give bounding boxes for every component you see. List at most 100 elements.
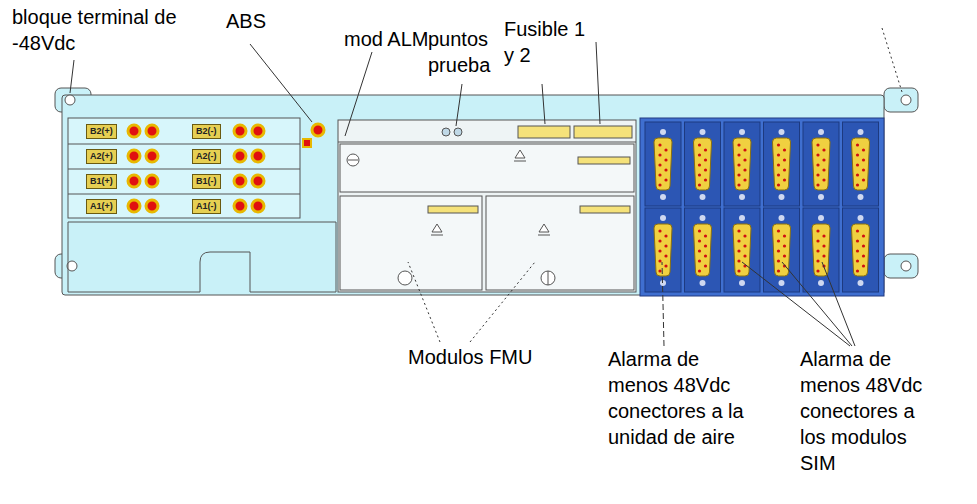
module-bay <box>338 120 636 292</box>
mounting-ear <box>884 254 918 278</box>
terminal-stud <box>234 125 246 137</box>
db9-pin <box>704 234 707 237</box>
db9-shell <box>812 138 830 190</box>
callout-text: Alarma de menos 48Vdc conectores a los m… <box>800 348 922 474</box>
screw <box>541 271 555 285</box>
db9-pin <box>856 249 859 252</box>
row-divider <box>68 169 300 170</box>
screw <box>700 194 706 200</box>
db9-pin <box>816 249 819 252</box>
terminal-stud <box>128 150 140 162</box>
terminal-label: B1(-) <box>192 174 221 189</box>
db9-pin <box>862 178 865 181</box>
screw <box>818 215 824 221</box>
screw <box>858 215 864 221</box>
terminal-name: A2(-) <box>196 151 217 161</box>
callout-text: puntos prueba <box>428 28 490 76</box>
db9-pin <box>743 254 746 257</box>
connector-tile <box>724 208 760 292</box>
panel-body <box>62 95 884 295</box>
callout-label: Alarma de menos 48Vdc conectores a los m… <box>800 346 942 476</box>
leader-line <box>596 42 600 124</box>
leader-line <box>782 262 852 346</box>
terminal-name: B1(-) <box>196 176 217 186</box>
leader-line <box>822 262 855 346</box>
db9-pin <box>822 158 825 161</box>
terminal-stud <box>252 125 264 137</box>
terminal-stud <box>146 150 158 162</box>
screw <box>660 215 666 221</box>
db9-pin <box>822 244 825 247</box>
db9-pin <box>783 168 786 171</box>
db9-pin <box>777 249 780 252</box>
terminal-label: A1(-) <box>192 199 221 214</box>
db9-connector <box>803 208 839 292</box>
db9-pin <box>777 183 780 186</box>
terminal-label: A2(+) <box>86 149 117 164</box>
db9-pin <box>704 254 707 257</box>
callout-text: mod ALM <box>344 28 428 50</box>
db9-pin <box>737 229 740 232</box>
screw <box>548 271 549 285</box>
fuse <box>518 126 570 138</box>
terminal-name: A1(+) <box>90 201 113 211</box>
leader-line <box>662 262 664 346</box>
db9-pin <box>698 269 701 272</box>
screw <box>347 154 359 166</box>
db9-pin <box>737 173 740 176</box>
db9-pin <box>816 259 819 262</box>
db9-pin <box>856 259 859 262</box>
strip-divider <box>338 142 636 143</box>
terminal-name: A2(+) <box>90 151 113 161</box>
screw <box>739 194 745 200</box>
connector-tile <box>843 122 879 206</box>
mounting-ear <box>884 88 918 112</box>
db9-pin <box>698 163 701 166</box>
terminal-label: A2(-) <box>192 149 221 164</box>
db9-pin <box>777 259 780 262</box>
screw <box>779 215 785 221</box>
db9-pin <box>698 153 701 156</box>
db9-pin <box>777 229 780 232</box>
db9-pin <box>743 178 746 181</box>
db9-pin <box>862 234 865 237</box>
fuse <box>574 126 632 138</box>
db9-pin <box>777 163 780 166</box>
db9-connector <box>685 208 721 292</box>
db9-connector <box>724 122 760 206</box>
db9-pin <box>698 259 701 262</box>
db9-pin <box>737 143 740 146</box>
terminal-block <box>68 118 300 218</box>
db9-pin <box>737 183 740 186</box>
connector-tile <box>764 208 800 292</box>
db9-connector <box>685 122 721 206</box>
callout-text: Fusible 1 y 2 <box>504 18 585 66</box>
db9-pin <box>658 259 661 262</box>
db9-pin <box>698 143 701 146</box>
row-divider <box>68 144 300 145</box>
db9-pin <box>658 153 661 156</box>
db9-connector <box>843 122 879 206</box>
db9-connector <box>645 208 681 292</box>
db9-pin <box>743 148 746 151</box>
callout-label: bloque terminal de -48Vdc <box>12 4 202 56</box>
screw <box>660 194 666 200</box>
screw <box>858 129 864 135</box>
leader-line <box>456 84 462 126</box>
db9-pin <box>664 244 667 247</box>
db9-pin <box>777 239 780 242</box>
db9-pin <box>698 183 701 186</box>
leader-line <box>70 60 74 93</box>
terminal-label: B1(+) <box>86 174 117 189</box>
db9-pin <box>743 234 746 237</box>
db9-pin <box>737 249 740 252</box>
callout-text: Alarma de menos 48Vdc conectores a la un… <box>608 348 744 448</box>
screw <box>818 194 824 200</box>
db9-pin <box>743 168 746 171</box>
db9-pin <box>856 143 859 146</box>
db9-pin <box>664 264 667 267</box>
db9-pin <box>664 168 667 171</box>
terminal-stud <box>128 125 140 137</box>
db9-pin <box>658 229 661 232</box>
